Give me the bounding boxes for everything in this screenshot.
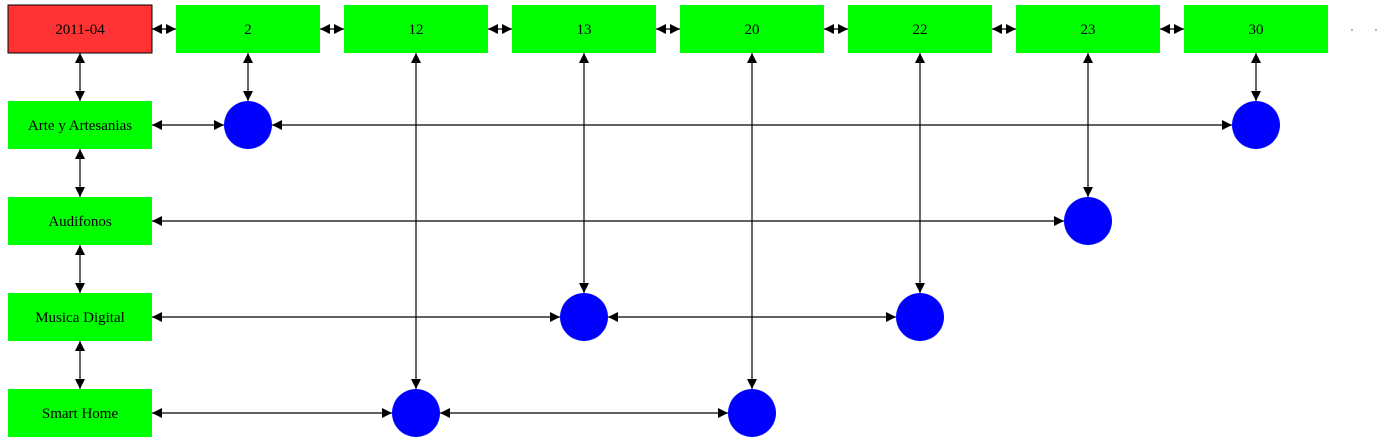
category-node-audifonos-box <box>8 197 152 245</box>
day-node-2-box <box>176 5 320 53</box>
event-marker-smart-home-20 <box>728 389 776 437</box>
day-node-23-label: 23 <box>1081 22 1096 38</box>
day-node-12: 12 <box>344 5 488 53</box>
root-month-node: 2011-04 <box>7 4 153 54</box>
category-node-arte-y-artesanias-box <box>8 101 152 149</box>
category-node-audifonos: Audifonos <box>8 197 152 245</box>
event-marker-smart-home-12 <box>392 389 440 437</box>
day-node-20-box <box>680 5 824 53</box>
category-node-smart-home: Smart Home <box>8 389 152 437</box>
day-node-23-box <box>1016 5 1160 53</box>
root-month-node-box <box>7 4 153 54</box>
day-node-13-label: 13 <box>577 22 592 38</box>
day-node-22-box <box>848 5 992 53</box>
category-node-musica-digital: Musica Digital <box>8 293 152 341</box>
day-node-20-label: 20 <box>745 22 760 38</box>
event-marker-arte-y-artesanias-30 <box>1232 101 1280 149</box>
category-node-smart-home-box <box>8 389 152 437</box>
day-node-22: 22 <box>848 5 992 53</box>
day-node-20: 20 <box>680 5 824 53</box>
category-node-arte-y-artesanias-label: Arte y Artesanias <box>28 118 132 134</box>
category-node-musica-digital-label: Musica Digital <box>35 310 125 326</box>
day-node-23: 23 <box>1016 5 1160 53</box>
day-node-12-label: 12 <box>409 22 424 38</box>
day-node-30-label: 30 <box>1249 22 1264 38</box>
root-month-node-label: 2011-04 <box>55 22 105 38</box>
day-node-30: 30 <box>1184 5 1328 53</box>
day-node-13-box <box>512 5 656 53</box>
day-node-2-label: 2 <box>244 22 252 38</box>
category-node-smart-home-label: Smart Home <box>42 406 119 422</box>
event-marker-arte-y-artesanias-2 <box>224 101 272 149</box>
event-marker-musica-digital-13 <box>560 293 608 341</box>
category-node-arte-y-artesanias: Arte y Artesanias <box>8 101 152 149</box>
connector-edges <box>75 24 1261 418</box>
trailing-dots <box>1351 29 1377 31</box>
day-node-30-box <box>1184 5 1328 53</box>
event-marker-musica-digital-22 <box>896 293 944 341</box>
event-marker-audifonos-23 <box>1064 197 1112 245</box>
day-node-12-box <box>344 5 488 53</box>
trailing-dot <box>1375 29 1377 31</box>
day-node-22-label: 22 <box>913 22 928 38</box>
day-node-13: 13 <box>512 5 656 53</box>
category-node-musica-digital-box <box>8 293 152 341</box>
day-node-2: 2 <box>176 5 320 53</box>
category-node-audifonos-label: Audifonos <box>48 214 111 230</box>
trailing-dot <box>1351 29 1353 31</box>
